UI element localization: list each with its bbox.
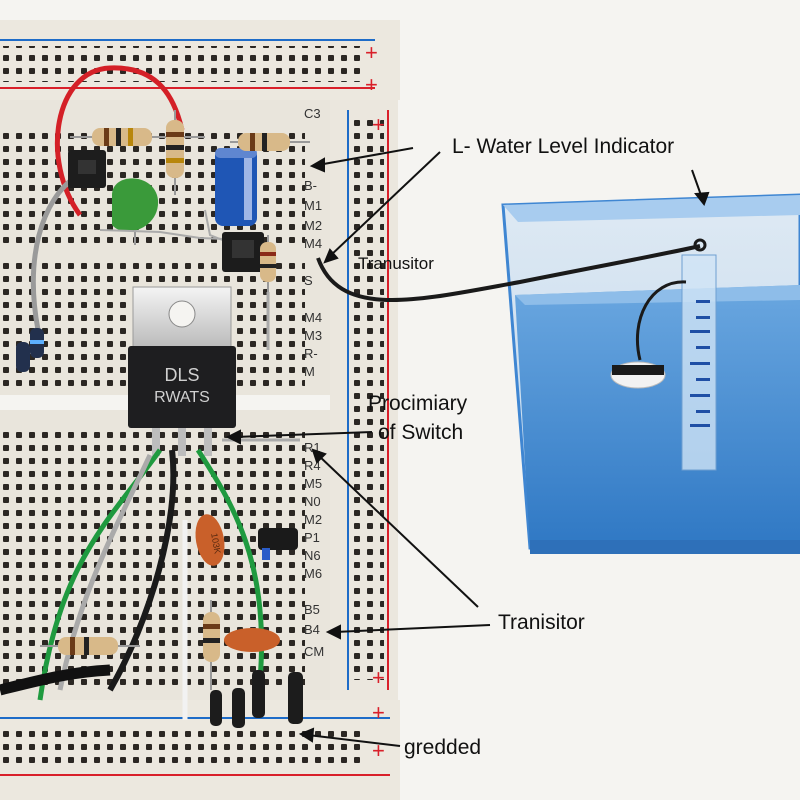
black-wire: [107, 449, 177, 692]
bottom-power-rail: [0, 700, 400, 800]
plus-sign: +: [372, 112, 385, 137]
middle-transistor: [222, 232, 264, 272]
svg-text:P1: P1: [304, 530, 320, 545]
svg-text:M4: M4: [304, 310, 322, 325]
svg-text:M2: M2: [304, 512, 322, 527]
of-switch-label: of Switch: [378, 421, 464, 444]
lower-transistor: [258, 528, 298, 560]
top-left-transistor: [68, 150, 106, 188]
power-regulator-chip: DLS RWATS: [128, 286, 236, 456]
vertical-resistor: [166, 110, 184, 195]
chip-marking-line1: DLS: [164, 365, 199, 385]
bottom-diodes: [210, 670, 303, 728]
sensor-probe-tip: [693, 238, 707, 252]
svg-text:B-: B-: [304, 178, 317, 193]
grey-jumper-wire: [30, 172, 80, 331]
svg-text:M4: M4: [304, 236, 322, 251]
svg-text:M6: M6: [304, 566, 322, 581]
svg-text:C3: C3: [304, 106, 321, 121]
right-power-rail: [330, 100, 398, 700]
tranusitor-label: Tranusitor: [358, 254, 434, 273]
svg-text:M5: M5: [304, 476, 322, 491]
svg-text:CM: CM: [304, 644, 324, 659]
svg-text:N0: N0: [304, 494, 321, 509]
left-diodes: [16, 328, 44, 372]
orange-capacitor: 103K: [195, 514, 225, 566]
tranisitor-label: Tranisitor: [498, 611, 585, 634]
svg-text:B5: B5: [304, 602, 320, 617]
svg-text:R-: R-: [304, 346, 318, 361]
plus-sign: +: [372, 665, 385, 690]
plus-markers: + + + + + +: [365, 40, 385, 763]
procimiary-label: Procimiary: [368, 392, 468, 415]
rail-labels-upper: C3 B- M1 M2 M4 S M4 M3 R- M: [304, 106, 322, 379]
red-jumper-wire: [54, 65, 185, 217]
svg-text:M2: M2: [304, 218, 322, 233]
black-cable: [0, 664, 111, 696]
chip-marking-line2: RWATS: [154, 389, 210, 406]
resistor-right: [230, 133, 310, 151]
svg-text:M3: M3: [304, 328, 322, 343]
lower-resistor-vertical: [203, 600, 220, 690]
orange-ceramic-capacitor-small: [224, 628, 280, 652]
svg-text:B4: B4: [304, 622, 320, 637]
green-capacitor: [112, 178, 159, 245]
plus-sign: +: [365, 72, 378, 97]
float-sensor: [610, 280, 687, 389]
lower-resistor-horizontal: [40, 637, 140, 655]
plus-sign: +: [365, 40, 378, 65]
plus-sign: +: [372, 738, 385, 763]
top-power-rail: [0, 20, 400, 100]
capacitor-marking: 103K: [209, 532, 223, 554]
sensor-cable: [316, 244, 701, 302]
svg-text:M1: M1: [304, 198, 322, 213]
top-resistor: [70, 128, 205, 146]
blue-electrolytic-capacitor: [215, 148, 257, 226]
svg-text:M: M: [304, 364, 315, 379]
gredded-label: gredded: [404, 736, 482, 759]
svg-text:N6: N6: [304, 548, 321, 563]
plus-sign: +: [372, 700, 385, 725]
svg-text:S: S: [304, 273, 313, 288]
small-vertical-resistor: [260, 235, 276, 300]
water-level-indicator-label: L- Water Level Indicator: [452, 135, 675, 158]
annotation-arrows: [225, 147, 710, 747]
measuring-tube: [681, 254, 717, 471]
